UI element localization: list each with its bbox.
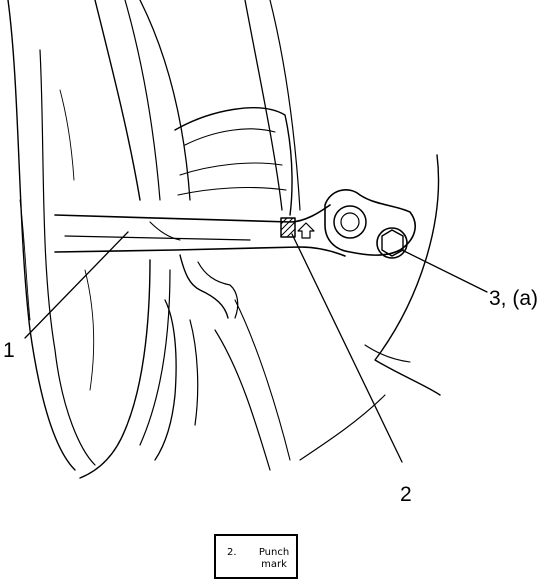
lower-arm-2 (234, 299, 291, 461)
leader-line-2 (291, 233, 403, 463)
fitting-bushing-outer (333, 205, 367, 239)
rod-center-line (64, 235, 251, 241)
strut-fold-2 (179, 162, 283, 176)
legend-box: 2. Punch mark (214, 534, 298, 579)
punch-mark (280, 217, 296, 238)
callout-3: 3, (a) (489, 287, 539, 310)
body-panel-lower (299, 394, 386, 461)
body-panel-curve (374, 154, 441, 396)
callout-2: 2 (400, 483, 412, 506)
upper-frame (244, 0, 283, 211)
tire-tread-2 (124, 0, 161, 201)
strut-fold-1 (184, 128, 276, 146)
tire-hatching-1 (59, 89, 75, 181)
tire-hatching-2 (19, 199, 31, 321)
arrow-mark (297, 222, 315, 239)
end-fitting (324, 189, 416, 256)
bolt-head (381, 229, 404, 257)
lower-bracket (179, 254, 229, 319)
lower-link (154, 299, 177, 461)
legend-number: 2. (227, 547, 237, 558)
strut-upper (174, 107, 293, 216)
rod-neck (149, 221, 181, 241)
fitting-bushing-inner (340, 212, 360, 232)
tire-outline-inner (39, 49, 96, 466)
tire-tread-3 (79, 259, 151, 479)
tire-tread-4 (139, 269, 171, 446)
tire-outline-outer (7, 0, 76, 471)
callout-1: 1 (3, 339, 15, 362)
leader-line-1 (24, 231, 129, 339)
bolt-flange (376, 227, 408, 259)
strut-fold-3 (177, 186, 287, 196)
lower-link-2 (189, 319, 199, 426)
lower-arm (214, 329, 271, 471)
rod-bottom-edge (54, 246, 346, 257)
body-panel-edge (364, 344, 411, 363)
lower-bracket-2 (197, 261, 239, 319)
leader-line-3 (401, 249, 488, 293)
legend-text: Punch mark (258, 547, 290, 570)
tire-tread-1 (94, 0, 141, 201)
upper-frame-2 (269, 0, 301, 211)
rod-top-edge (54, 204, 331, 223)
punch-mark-hatch (280, 217, 296, 238)
tire-hatching-3 (84, 269, 95, 391)
tire-shoulder (139, 0, 191, 201)
